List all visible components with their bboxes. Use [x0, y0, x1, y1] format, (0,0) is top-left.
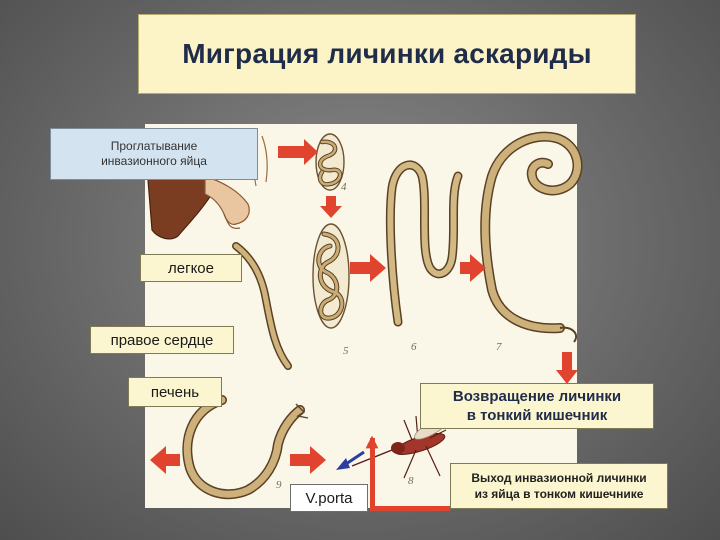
larva-stage-9	[182, 395, 309, 500]
label-return-larva-text: Возвращение личинки в тонкий кишечник	[452, 388, 622, 424]
stage-number-6: 6	[411, 341, 417, 353]
label-swallowing-egg-text: Проглатывание инвазионного яйца	[101, 139, 207, 168]
return-line-vertical	[370, 438, 375, 510]
label-lung-text: легкое	[168, 259, 214, 277]
stage-number-8: 8	[408, 475, 414, 487]
arrow-to-egg-icon	[278, 139, 318, 165]
arrow-right-icon-2	[460, 254, 486, 282]
label-right-heart: правое сердце	[90, 326, 234, 354]
stage-number-5: 5	[343, 345, 349, 357]
label-swallowing-egg: Проглатывание инвазионного яйца	[50, 128, 258, 180]
egg-stage-4	[315, 133, 345, 191]
larva-lung-path	[232, 242, 292, 370]
larva-stage-6	[385, 160, 463, 327]
page-title: Миграция личинки аскариды	[182, 38, 592, 69]
egg-stage-5	[312, 223, 350, 329]
label-lung: легкое	[140, 254, 242, 282]
arrow-from-vporta-icon	[290, 446, 326, 474]
label-liver-text: печень	[150, 383, 200, 401]
label-right-heart-text: правое сердце	[110, 331, 214, 349]
label-return-larva: Возвращение личинки в тонкий кишечник	[420, 383, 654, 429]
title-box: Миграция личинки аскариды	[138, 14, 636, 94]
label-liver: печень	[128, 377, 222, 407]
label-larva-exit: Выход инвазионной личинки из яйца в тонк…	[450, 463, 668, 509]
stage-number-9: 9	[276, 479, 282, 491]
arrow-right-icon	[350, 254, 386, 282]
label-v-porta: V.porta	[290, 484, 368, 512]
stage-number-4: 4	[341, 181, 347, 193]
larva-stage-7	[480, 131, 583, 343]
red-arrows	[150, 139, 578, 511]
label-larva-exit-text: Выход инвазионной личинки из яйца в тонк…	[471, 471, 647, 501]
arrow-down-icon	[320, 196, 342, 218]
arrow-left-icon	[150, 446, 180, 474]
arrow-down-icon-2	[556, 352, 578, 384]
stage-number-7: 7	[496, 341, 502, 353]
return-line-horizontal	[370, 506, 450, 511]
blue-arrow-icon	[336, 450, 365, 470]
label-v-porta-text: V.porta	[305, 489, 353, 507]
